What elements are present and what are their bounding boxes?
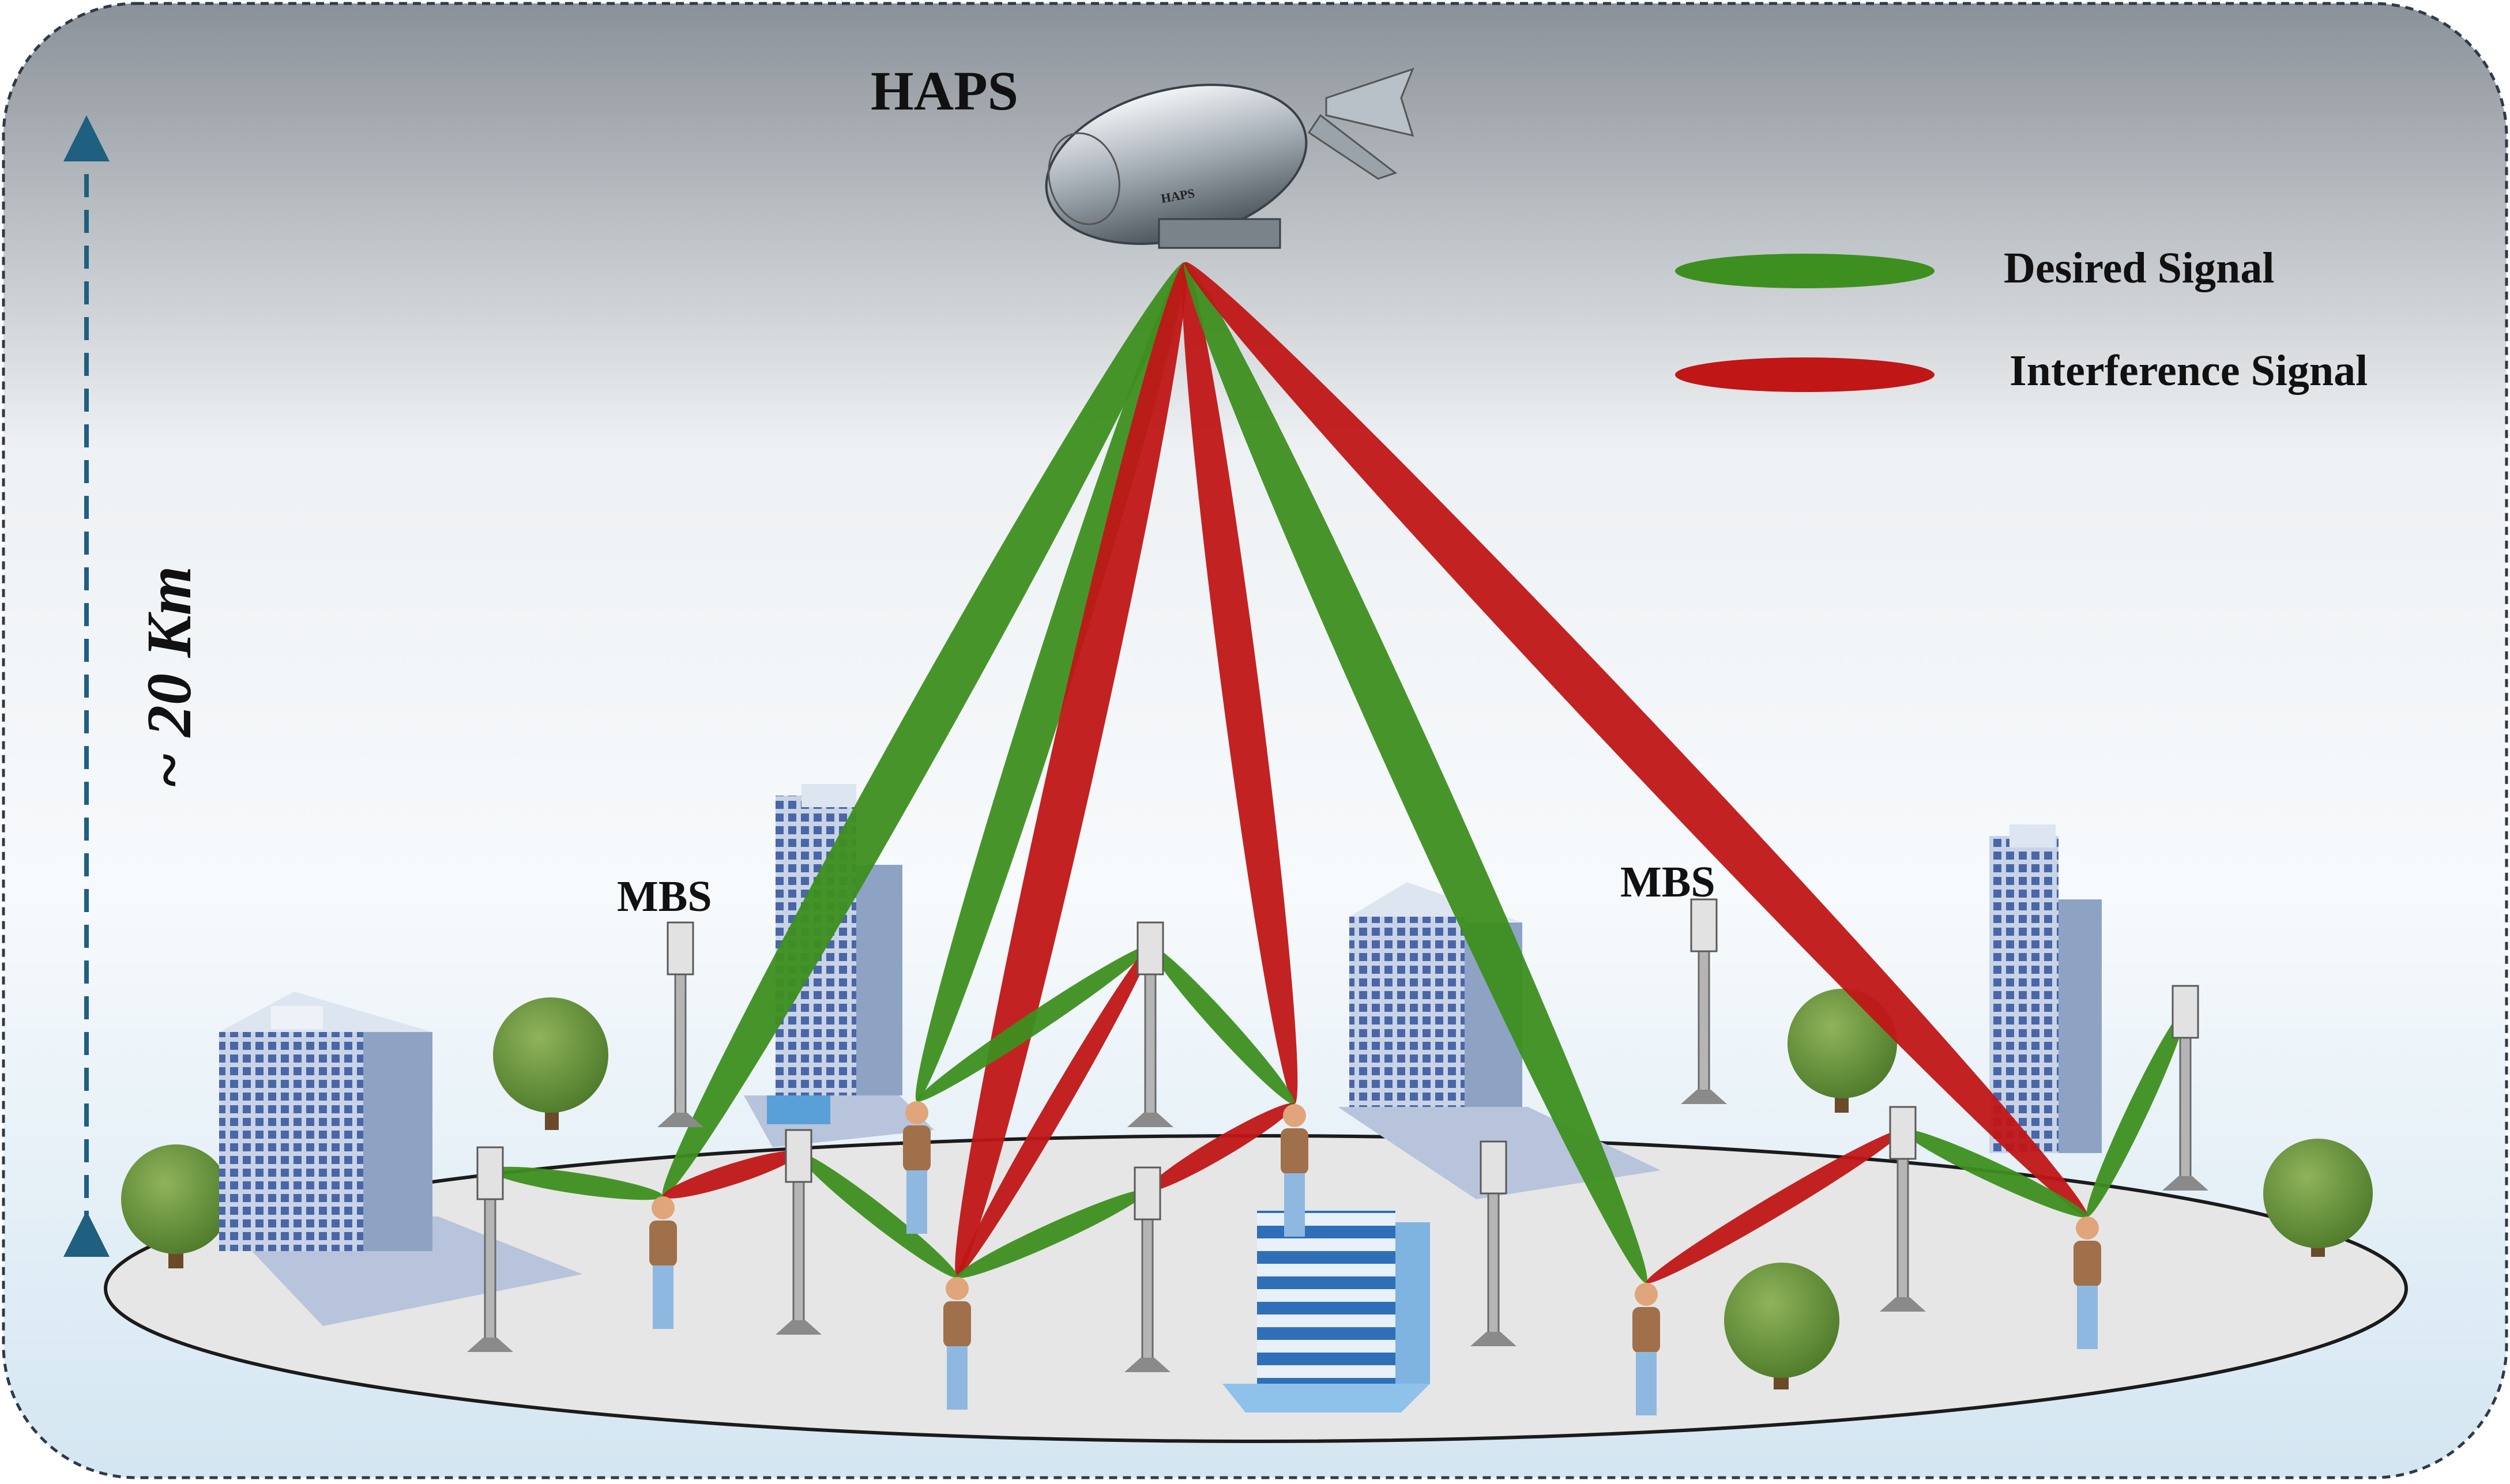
- beam-interference-8: [663, 1151, 799, 1199]
- legend: Desired Signal Interference Signal: [1675, 244, 2368, 395]
- beam-desired-7: [490, 1166, 664, 1200]
- mbs-towers: [467, 898, 2208, 1372]
- mbs-tower-4: [1124, 1166, 1171, 1372]
- tree-left: [121, 1144, 231, 1268]
- mbs-tower-1: [467, 1146, 513, 1352]
- legend-desired-label: Desired Signal: [2004, 244, 2274, 292]
- users: [649, 1101, 2101, 1415]
- legend-interference-label: Interference Signal: [2009, 346, 2368, 395]
- building-front: [1222, 1211, 1430, 1413]
- user-4: [1281, 1104, 1308, 1237]
- mbs-tower-6: [1880, 1106, 1926, 1312]
- user-3: [943, 1277, 971, 1410]
- mbs-tower-2: [776, 1129, 822, 1335]
- beam-desired-1: [662, 262, 1186, 1197]
- building-tower-right: [1989, 824, 2102, 1153]
- tree-center-left: [493, 997, 608, 1130]
- beam-desired-5: [1184, 262, 1647, 1283]
- beam-desired-16: [1902, 1129, 2088, 1218]
- user-1: [649, 1196, 677, 1329]
- beam-desired-9: [798, 1152, 958, 1278]
- beam-interference-4: [1181, 262, 1298, 1105]
- haps-airship: HAPS: [1045, 67, 1414, 249]
- legend-interference-swatch: [1675, 357, 1935, 392]
- beam-interference-3: [955, 262, 1187, 1278]
- mbs-label-left: MBS: [617, 872, 712, 921]
- beam-desired-12: [1150, 945, 1295, 1105]
- mbs-tower-8: [657, 921, 703, 1127]
- user-6: [2074, 1216, 2101, 1349]
- height-label: ~ 20 Km: [134, 566, 204, 789]
- mbs-tower-3: [1127, 921, 1173, 1127]
- beam-desired-17: [2086, 1008, 2187, 1217]
- beam-interference-14: [1147, 1103, 1295, 1192]
- beam-desired-13: [957, 1189, 1148, 1278]
- beam-desired-10: [916, 945, 1151, 1102]
- tree-right-1: [1788, 989, 1897, 1113]
- beam-interference-6: [1184, 262, 2088, 1217]
- tree-center-right: [1724, 1263, 1839, 1389]
- haps-label: HAPS: [871, 60, 1018, 122]
- beam-desired-2: [915, 262, 1187, 1102]
- tree-right-2: [2263, 1139, 2373, 1257]
- beam-interference-11: [957, 945, 1151, 1278]
- mbs-label-right: MBS: [1620, 858, 1715, 906]
- user-5: [1632, 1283, 1660, 1415]
- legend-desired-swatch: [1675, 254, 1935, 288]
- user-2: [903, 1101, 931, 1234]
- mbs-tower-9: [1681, 898, 1727, 1104]
- mbs-tower-7: [2162, 985, 2208, 1191]
- beam-interference-15: [1646, 1129, 1903, 1283]
- signal-beams: [490, 262, 2187, 1283]
- mbs-tower-5: [1470, 1140, 1516, 1346]
